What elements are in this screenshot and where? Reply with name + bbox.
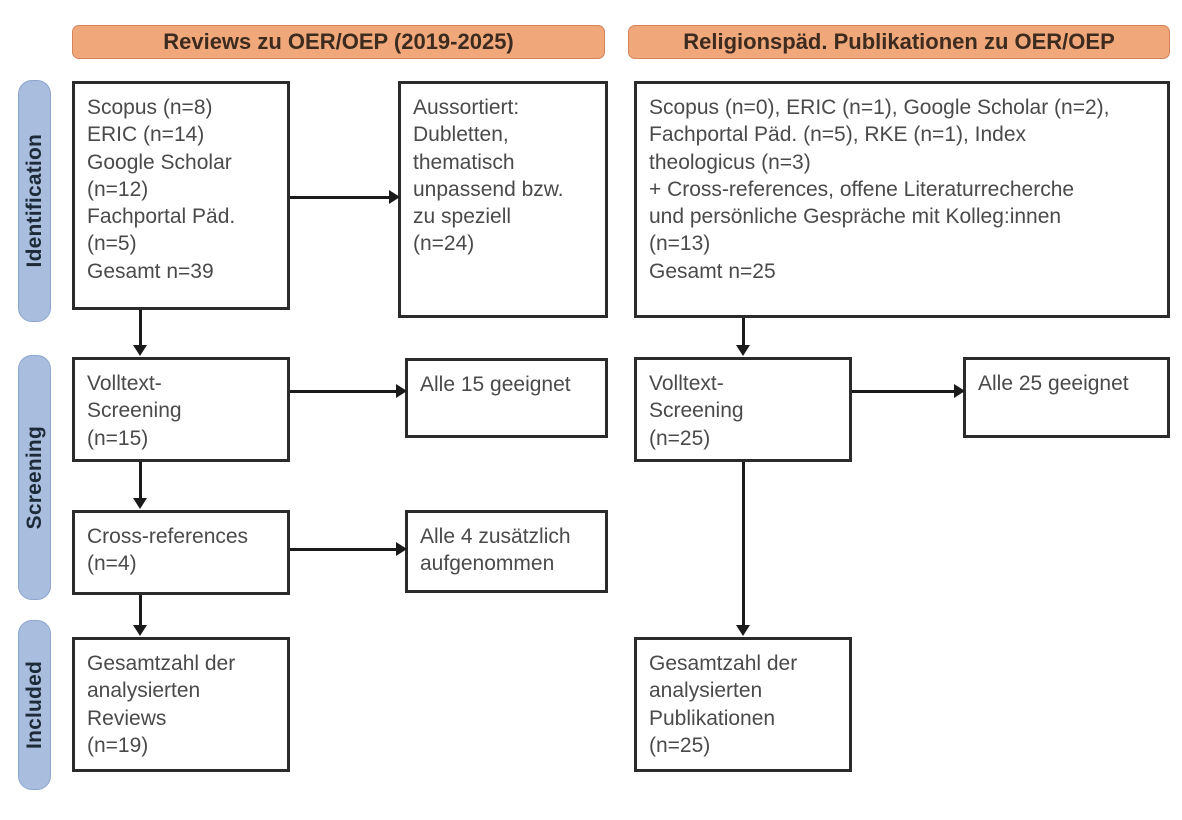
box-left-cross-references-result: Alle 4 zusätzlich aufgenommen [405, 510, 608, 593]
connector-left-sources-to-fulltext [139, 310, 142, 347]
box-line: Alle 25 geeignet [978, 372, 1129, 395]
box-line: analysierten [87, 679, 201, 703]
connector-left-fulltext-to-crossrefs [139, 462, 142, 499]
box-line: Google Scholar [87, 150, 232, 174]
phase-tab-included-label: Included [22, 661, 46, 749]
phase-tab-screening-label: Screening [22, 425, 46, 530]
box-line: analysierten [649, 679, 763, 703]
arrow-left-crossrefs-to-result [396, 542, 407, 556]
column-header-reviews-label: Reviews zu OER/OEP (2019-2025) [163, 29, 514, 54]
arrow-right-fulltext-to-result [954, 384, 965, 398]
box-line: Fachportal Päd. [87, 205, 236, 229]
box-line: Aussortiert: [413, 96, 520, 119]
arrow-left-crossrefs-to-included [133, 625, 147, 636]
box-line: (n=15) [87, 426, 149, 450]
box-line: Cross-references [87, 525, 249, 548]
box-right-fulltext-result: Alle 25 geeignet [963, 357, 1170, 438]
box-line: und persönliche Gespräche mit Kolleg:inn… [649, 205, 1062, 229]
box-line: Scopus (n=0), ERIC (n=1), Google Scholar… [649, 96, 1110, 119]
column-header-publications: Religionspäd. Publikationen zu OER/OEP [628, 25, 1170, 59]
connector-left-crossrefs-to-result [290, 548, 398, 551]
box-line: (n=5) [87, 232, 137, 256]
box-left-excluded: Aussortiert: Dubletten, thematisch unpas… [398, 81, 608, 318]
connector-left-crossrefs-to-included [139, 595, 142, 627]
box-line: ERIC (n=14) [87, 123, 205, 147]
box-line: Volltext- [649, 372, 724, 395]
box-line: Gesamt n=39 [87, 259, 214, 283]
box-right-fulltext-screening: Volltext- Screening (n=25) [634, 357, 852, 462]
connector-right-sources-to-fulltext [742, 318, 745, 347]
box-line: Alle 15 geeignet [420, 373, 571, 396]
arrow-left-fulltext-to-result [396, 384, 407, 398]
box-line: Fachportal Päd. (n=5), RKE (n=1), Index [649, 123, 1027, 147]
arrow-left-sources-to-excluded [389, 190, 400, 204]
box-line: Gesamt n=25 [649, 259, 776, 283]
connector-left-sources-to-excluded [290, 196, 391, 199]
box-line: Screening [87, 399, 182, 423]
box-line: zu speziell [413, 205, 512, 229]
box-right-identification-sources: Scopus (n=0), ERIC (n=1), Google Scholar… [634, 81, 1170, 318]
phase-tab-included: Included [18, 620, 51, 790]
connector-left-fulltext-to-result [290, 390, 398, 393]
box-left-cross-references: Cross-references (n=4) [72, 510, 290, 595]
phase-tab-identification-label: Identification [22, 134, 46, 268]
connector-right-fulltext-to-result [852, 390, 956, 393]
box-line: Gesamtzahl der [649, 652, 798, 675]
box-line: aufgenommen [420, 552, 555, 576]
box-line: Dubletten, [413, 123, 509, 147]
box-line: unpassend bzw. [413, 177, 564, 201]
box-line: (n=12) [87, 177, 149, 201]
box-line: Gesamtzahl der [87, 652, 236, 675]
box-line: Screening [649, 399, 744, 423]
phase-tab-identification: Identification [18, 80, 51, 322]
box-line: Reviews [87, 706, 167, 730]
box-line: Scopus (n=8) [87, 96, 213, 119]
box-line: (n=25) [649, 733, 711, 757]
box-line: Volltext- [87, 372, 162, 395]
box-line: thematisch [413, 150, 515, 174]
arrow-right-fulltext-to-included [736, 625, 750, 636]
arrow-right-sources-to-fulltext [736, 345, 750, 356]
box-line: + Cross-references, offene Literaturrech… [649, 177, 1075, 201]
box-right-included-total: Gesamtzahl der analysierten Publikatione… [634, 637, 852, 772]
box-line: (n=25) [649, 426, 711, 450]
connector-right-fulltext-to-included [742, 462, 745, 627]
box-line: (n=19) [87, 733, 149, 757]
box-left-included-total: Gesamtzahl der analysierten Reviews (n=1… [72, 637, 290, 772]
box-left-identification-sources: Scopus (n=8) ERIC (n=14) Google Scholar … [72, 81, 290, 310]
column-header-reviews: Reviews zu OER/OEP (2019-2025) [72, 25, 605, 59]
phase-tab-screening: Screening [18, 355, 51, 600]
box-line: Publikationen [649, 706, 776, 730]
column-header-publications-label: Religionspäd. Publikationen zu OER/OEP [683, 29, 1115, 54]
box-line: (n=24) [413, 232, 475, 256]
box-line: (n=13) [649, 232, 711, 256]
box-left-fulltext-result: Alle 15 geeignet [405, 358, 608, 438]
box-line: theologicus (n=3) [649, 150, 811, 174]
arrow-left-sources-to-fulltext [133, 345, 147, 356]
box-line: Alle 4 zusätzlich [420, 525, 571, 548]
box-line: (n=4) [87, 552, 137, 576]
box-left-fulltext-screening: Volltext- Screening (n=15) [72, 357, 290, 462]
arrow-left-fulltext-to-crossrefs [133, 498, 147, 509]
